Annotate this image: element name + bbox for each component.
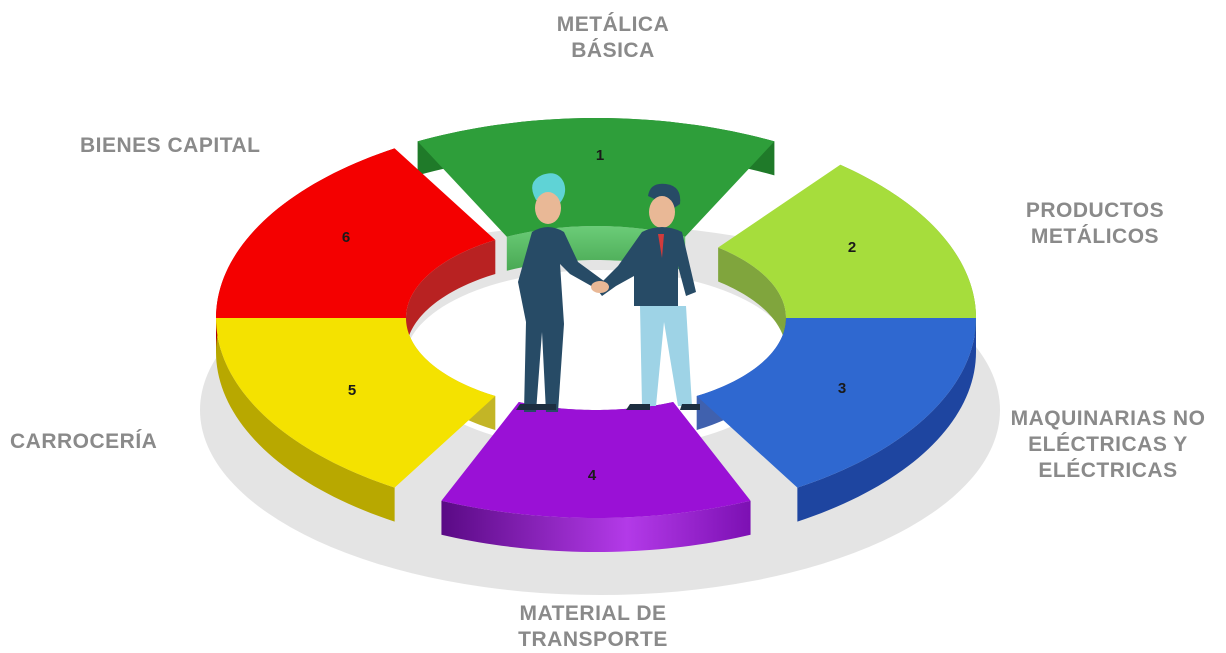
label-carroceria: CARROCERÍA bbox=[10, 430, 158, 453]
segment-3 bbox=[696, 318, 976, 488]
segment-3-outer-wall bbox=[797, 318, 976, 522]
segment-4-outer-wall bbox=[441, 500, 751, 552]
segment-numbers: 1 2 3 4 5 6 bbox=[342, 147, 856, 484]
segment-1 bbox=[417, 118, 775, 237]
segment-5-outer-wall bbox=[216, 318, 395, 522]
segment-2-number: 2 bbox=[848, 239, 856, 256]
segment-5-number: 5 bbox=[348, 382, 356, 399]
label-bienes-capital: BIENES CAPITAL bbox=[80, 134, 261, 157]
segment-2-inner-wall bbox=[718, 247, 786, 352]
handshake-businessmen-icon bbox=[516, 173, 700, 412]
segment-5 bbox=[216, 318, 496, 488]
segment-2 bbox=[718, 164, 976, 318]
segment-6 bbox=[216, 148, 496, 318]
segment-4-number: 4 bbox=[588, 467, 597, 484]
segment-1-number: 1 bbox=[596, 147, 604, 164]
segment-4 bbox=[441, 402, 751, 518]
businessman-left bbox=[516, 173, 608, 412]
businessman-right bbox=[596, 183, 700, 410]
ring-segments bbox=[216, 118, 976, 518]
segment-6-number: 6 bbox=[342, 229, 350, 246]
segment-3-number: 3 bbox=[838, 380, 846, 397]
segment-6-inner-wall bbox=[406, 239, 496, 352]
